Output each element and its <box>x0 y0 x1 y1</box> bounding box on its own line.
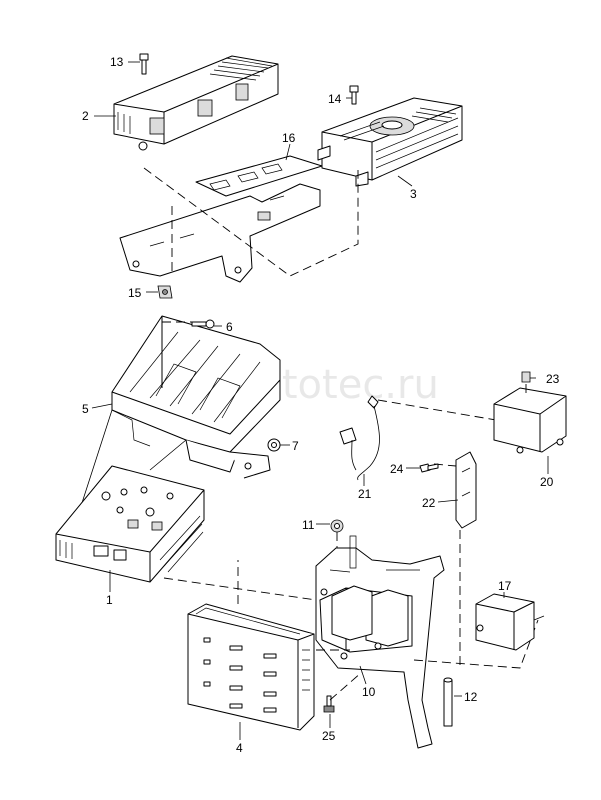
part-5-mounting-cage <box>111 315 281 479</box>
part-16-bracket <box>119 155 323 283</box>
callout-10: 10 <box>362 685 376 699</box>
callout-7: 7 <box>292 439 299 453</box>
part-2-amplifier-module <box>113 55 279 151</box>
callout-12: 12 <box>464 690 478 704</box>
callout-15: 15 <box>128 286 142 300</box>
guide-line <box>163 577 317 601</box>
callout-14: 14 <box>328 92 342 106</box>
guide-line <box>143 167 359 277</box>
part-3-amplifier <box>317 97 463 187</box>
part-24-screw <box>419 463 439 473</box>
guide-line <box>329 671 363 701</box>
callout-16: 16 <box>282 131 296 145</box>
part-6-screw <box>191 319 215 329</box>
part-13-screw <box>139 53 149 75</box>
part-22-bracket <box>455 451 477 529</box>
part-21-cable <box>339 395 380 481</box>
part-23-clip <box>521 371 531 383</box>
callout-3: 3 <box>410 187 417 201</box>
leader-lines <box>91 61 549 740</box>
callout-17: 17 <box>498 579 512 593</box>
part-10-bracket <box>315 535 445 749</box>
part-12-antenna-rod <box>443 677 453 727</box>
callout-6: 6 <box>226 320 233 334</box>
part-1-receiver-box <box>55 465 205 583</box>
guide-line <box>377 399 497 421</box>
callout-2: 2 <box>82 109 89 123</box>
part-20-module <box>493 387 567 454</box>
callout-25: 25 <box>322 729 336 743</box>
part-15-clip-nut <box>157 285 173 299</box>
part-7-nut <box>267 438 281 452</box>
callout-13: 13 <box>110 55 124 69</box>
callout-11: 11 <box>302 518 315 532</box>
callout-20: 20 <box>540 475 554 489</box>
callout-22: 22 <box>422 496 436 510</box>
part-4-control-unit <box>187 603 315 731</box>
callout-24: 24 <box>390 462 404 476</box>
callout-5: 5 <box>82 402 89 416</box>
callout-4: 4 <box>236 741 243 755</box>
callout-labels: 13 2 14 16 3 15 6 5 7 1 4 11 10 12 25 21… <box>82 55 560 755</box>
part-11-nut <box>330 519 344 533</box>
part-25-screw <box>323 695 335 713</box>
part-14-screw <box>349 85 359 105</box>
part-17-module <box>475 593 545 651</box>
callout-21: 21 <box>358 487 372 501</box>
callout-23: 23 <box>546 372 560 386</box>
callout-1: 1 <box>106 593 113 607</box>
